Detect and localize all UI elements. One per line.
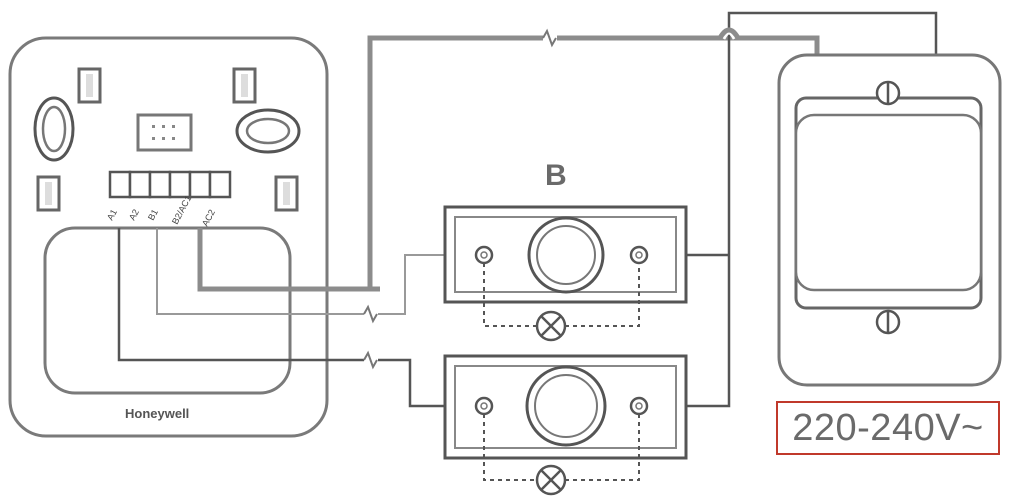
mounting-slot-fill xyxy=(86,74,93,97)
mounting-slot-fill xyxy=(283,182,290,205)
mounting-slot-fill xyxy=(241,74,248,97)
mounting-slot-fill xyxy=(45,182,52,205)
screw-icon-inner xyxy=(480,251,488,259)
indicator-lamp-icon xyxy=(535,310,567,342)
mounting-hole-left-inner xyxy=(41,105,67,153)
terminal-label-a1: A1 xyxy=(105,208,119,222)
section-label-b: B xyxy=(545,159,567,192)
mounting-hole-right-inner xyxy=(245,117,291,145)
wire-feed-a1 xyxy=(330,358,445,408)
lamp-wire-right xyxy=(565,263,640,327)
screw-icon-inner xyxy=(480,402,488,410)
button-feed-wires xyxy=(330,254,445,408)
wire-a1 xyxy=(117,228,330,362)
screw-icon xyxy=(875,309,901,335)
lamp-wire-left xyxy=(483,414,537,481)
voltage-label: 220-240V~ xyxy=(776,401,1000,455)
push-button-lower xyxy=(443,354,688,496)
lamp-wire-right xyxy=(565,414,640,481)
push-button-upper xyxy=(443,205,688,342)
controller-unit: A1 A2 B1 B2/AC1 AC2 Honeywell xyxy=(8,36,329,438)
break-mark xyxy=(542,28,557,48)
wire-b1 xyxy=(156,228,330,315)
wire-hop-line xyxy=(717,27,741,40)
indicator-lamp-icon xyxy=(535,464,567,496)
screw-icon-inner xyxy=(635,251,643,259)
connector-pins xyxy=(152,125,175,140)
push-button-ring xyxy=(536,225,596,285)
screw-icon xyxy=(875,80,901,106)
connector-port xyxy=(136,113,193,152)
wire-mains-neutral xyxy=(686,11,938,408)
outlet-face-inner xyxy=(794,113,983,292)
mains-wires xyxy=(542,11,938,408)
controller-window xyxy=(43,226,292,395)
push-button-ring xyxy=(534,374,598,438)
break-mark xyxy=(363,350,378,370)
terminal-block xyxy=(108,170,232,199)
wire-feed-b1 xyxy=(330,254,445,315)
screw-icon-inner xyxy=(635,402,643,410)
terminal-label-b1: B1 xyxy=(146,208,160,222)
power-outlet xyxy=(777,53,1002,387)
brand-logo: Honeywell xyxy=(125,406,189,421)
break-mark xyxy=(363,304,378,324)
terminal-label-a2: A2 xyxy=(127,208,141,222)
lamp-wire-left xyxy=(483,263,537,327)
